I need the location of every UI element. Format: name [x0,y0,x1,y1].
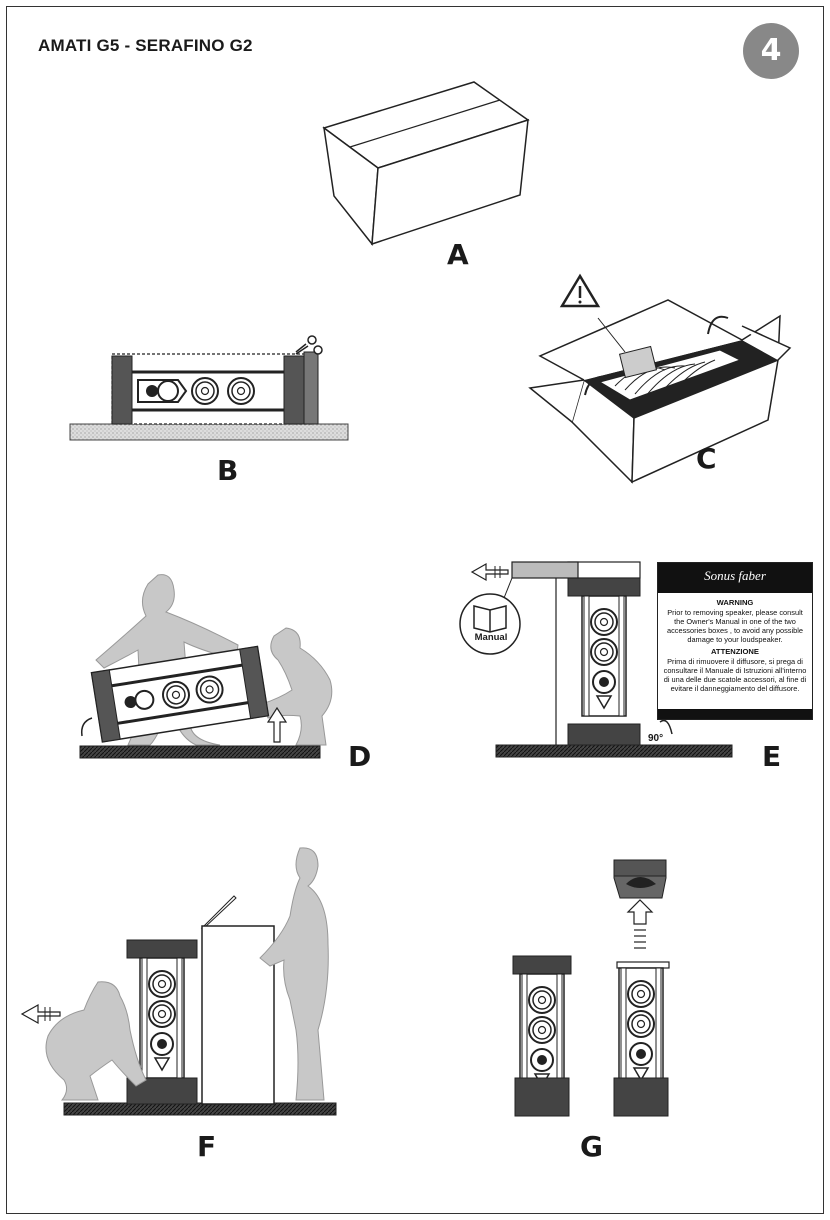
warning-title: WARNING [716,598,754,607]
manual-label: Manual [474,632,508,643]
step-d-lift [79,574,333,759]
step-label-c: C [696,442,717,475]
step-g-remove-cap [512,859,670,1117]
page-frame [6,6,824,1214]
warning-text: Prior to removing speaker, please consul… [667,608,803,644]
step-label-g: G [580,1130,603,1163]
attention-title: ATTENZIONE [711,647,759,656]
step-a-closed-box [322,81,530,246]
step-e-remove-cover [459,561,733,758]
rotation-angle-label: 90° [648,733,664,744]
step-label-a: A [447,238,469,271]
page-number-badge: 4 [743,23,799,79]
step-c-open-box [528,273,792,484]
attention-text: Prima di rimuovere il diffusore, si preg… [663,657,807,693]
step-f-raise [20,847,337,1116]
step-label-d: D [348,740,372,773]
step-label-e: E [762,740,782,773]
notice-footer-bar [658,709,812,719]
brand-logo: Sonus faber [658,563,812,593]
step-b-cut-box [69,335,349,441]
warning-notice-card: Sonus faber WARNING Prior to removing sp… [657,562,813,720]
step-label-f: F [197,1130,217,1163]
step-label-b: B [217,454,239,487]
page-title: AMATI G5 - SERAFINO G2 [38,36,253,55]
